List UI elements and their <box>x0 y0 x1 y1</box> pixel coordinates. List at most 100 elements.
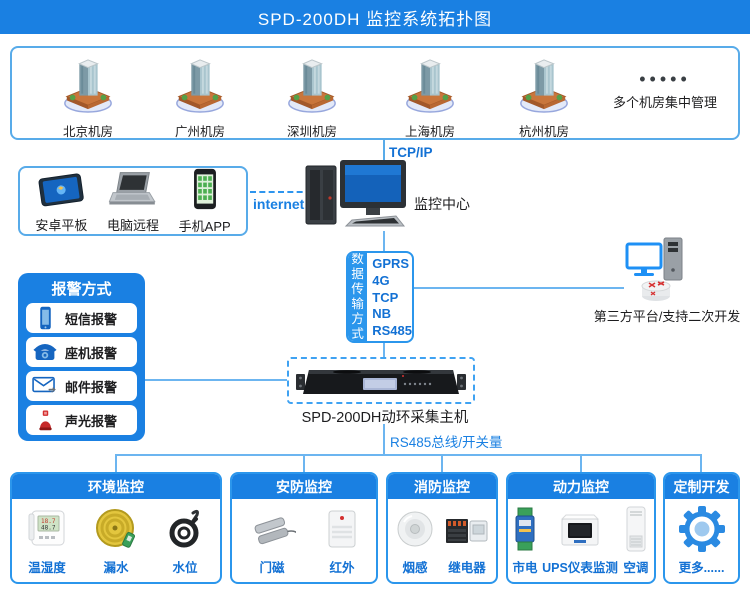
bus-drop-line <box>303 454 305 472</box>
rooms-panel: 北京机房 广州机房 深圳机房 上海机房 杭州机房 ••••• 多个机房集中管理 <box>10 46 740 140</box>
sound-light-siren-icon <box>32 408 58 432</box>
alarm-panel: 报警方式 短信报警 座机报警 邮件报警 声光报警 <box>18 273 145 441</box>
group-fire: 消防监控 烟感 继电器 <box>386 472 498 584</box>
building-icon <box>520 59 568 113</box>
sensor-label: 温湿度 <box>28 561 66 575</box>
group-custom: 定制开发 更多...... <box>663 472 740 584</box>
connector-line <box>145 379 287 381</box>
group-title: 动力监控 <box>508 474 654 499</box>
bus-line <box>115 454 702 456</box>
third-party-computer-icon <box>625 237 683 301</box>
connector-line <box>383 343 385 357</box>
connector-line <box>414 287 624 289</box>
mode-item: RS485 <box>372 323 412 339</box>
mode-item: 4G <box>372 272 390 288</box>
room-label: 广州机房 <box>174 125 225 139</box>
ups-meter-icon <box>558 503 602 555</box>
telephone-icon <box>32 341 58 363</box>
internet-link-line <box>250 191 312 193</box>
bus-drop-line <box>700 454 702 472</box>
sensor-item: 门磁 <box>248 503 296 576</box>
alarm-item-label: 座机报警 <box>65 345 118 361</box>
sensor-label: UPS仪表监测 <box>542 561 618 575</box>
mode-item: GPRS <box>372 256 410 271</box>
sensor-label: 空调 <box>623 561 649 575</box>
alarm-item: 邮件报警 <box>26 371 137 401</box>
custom-dev-item: 更多...... <box>678 503 726 576</box>
building-icon <box>64 59 112 113</box>
alarm-item-label: 邮件报警 <box>65 379 118 395</box>
third-party-label: 第三方平台/支持二次开发 <box>593 309 741 324</box>
alarm-item: 短信报警 <box>26 303 137 333</box>
remote-access-panel: 安卓平板 电脑远程 手机APP <box>18 166 248 236</box>
transmission-modes: GPRS 4G TCP NB RS485 <box>367 253 412 341</box>
room-label: 杭州机房 <box>518 125 569 139</box>
page-title: SPD-200DH 监控系统拓扑图 <box>0 0 750 34</box>
water-level-sensor-icon <box>165 503 205 555</box>
sensor-label: 继电器 <box>448 561 486 575</box>
bus-drop-line <box>580 454 582 472</box>
bus-drop-line <box>115 454 117 472</box>
sensor-label: 漏水 <box>103 561 129 575</box>
sensor-label: 门磁 <box>259 561 285 575</box>
building-icon <box>288 59 336 113</box>
more-rooms-note: ••••• 多个机房集中管理 <box>600 69 730 111</box>
bus-drop-line <box>441 454 443 472</box>
remote-node: 电脑远程 <box>106 169 160 234</box>
svg-text:18.7: 18.7 <box>41 518 56 525</box>
ellipsis-dots-icon: ••••• <box>639 69 691 89</box>
transmission-title-strip: 数据传输方式 <box>348 252 368 341</box>
svg-text:48.7: 48.7 <box>41 525 56 532</box>
sensor-label: 烟感 <box>402 561 428 575</box>
collector-device-box <box>287 357 475 404</box>
connector-line <box>383 140 385 168</box>
remote-label: 安卓平板 <box>35 217 88 233</box>
mains-power-module-icon <box>512 503 538 555</box>
mail-icon <box>32 376 58 396</box>
room-node: 杭州机房 <box>490 54 598 140</box>
gear-icon <box>678 503 726 555</box>
ups-meter-icon-item: UPS仪表监测 <box>542 503 618 576</box>
room-node: 深圳机房 <box>258 54 366 140</box>
infrared-sensor-icon <box>324 503 360 555</box>
room-node: 广州机房 <box>146 54 254 140</box>
remote-label: 电脑远程 <box>106 217 159 233</box>
custom-dev-label: 更多...... <box>678 561 725 575</box>
alarm-item: 座机报警 <box>26 337 137 367</box>
mode-item: NB <box>372 306 392 322</box>
sensor-item: 漏水 <box>93 503 139 576</box>
alarm-item-label: 声光报警 <box>65 413 118 429</box>
building-icon <box>176 59 224 113</box>
collector-device-icon <box>296 369 466 394</box>
alarm-panel-title: 报警方式 <box>51 281 112 298</box>
room-node: 北京机房 <box>34 54 142 140</box>
transmission-panel: 数据传输方式 GPRS 4G TCP NB RS485 <box>346 251 414 343</box>
mobile-app-icon <box>193 168 216 209</box>
monitoring-center-computer-icon <box>305 160 406 227</box>
transmission-title: 数据传输方式 <box>351 252 364 341</box>
internet-label: internet <box>253 196 305 212</box>
group-security: 安防监控 门磁 红外 <box>230 472 378 584</box>
collector-label: SPD-200DH动环采集主机 <box>301 410 469 426</box>
group-title: 消防监控 <box>388 474 496 499</box>
sensor-item: 市电 <box>512 503 538 576</box>
laptop-icon <box>108 171 156 204</box>
mode-item: TCP <box>372 289 399 305</box>
water-leak-cable-icon <box>93 503 139 555</box>
connector-line <box>383 424 385 455</box>
air-conditioner-icon <box>622 503 650 555</box>
tablet-icon <box>38 173 85 206</box>
sensor-label: 市电 <box>512 561 538 575</box>
group-title: 定制开发 <box>665 474 738 499</box>
group-title: 安防监控 <box>232 474 376 499</box>
door-magnet-icon <box>248 503 296 555</box>
sensor-label: 水位 <box>172 561 198 575</box>
room-label: 北京机房 <box>62 125 113 139</box>
sensor-item: 红外 <box>324 503 360 576</box>
alarm-item: 声光报警 <box>26 405 137 435</box>
group-title: 环境监控 <box>12 474 220 499</box>
sensor-item: 空调 <box>622 503 650 576</box>
